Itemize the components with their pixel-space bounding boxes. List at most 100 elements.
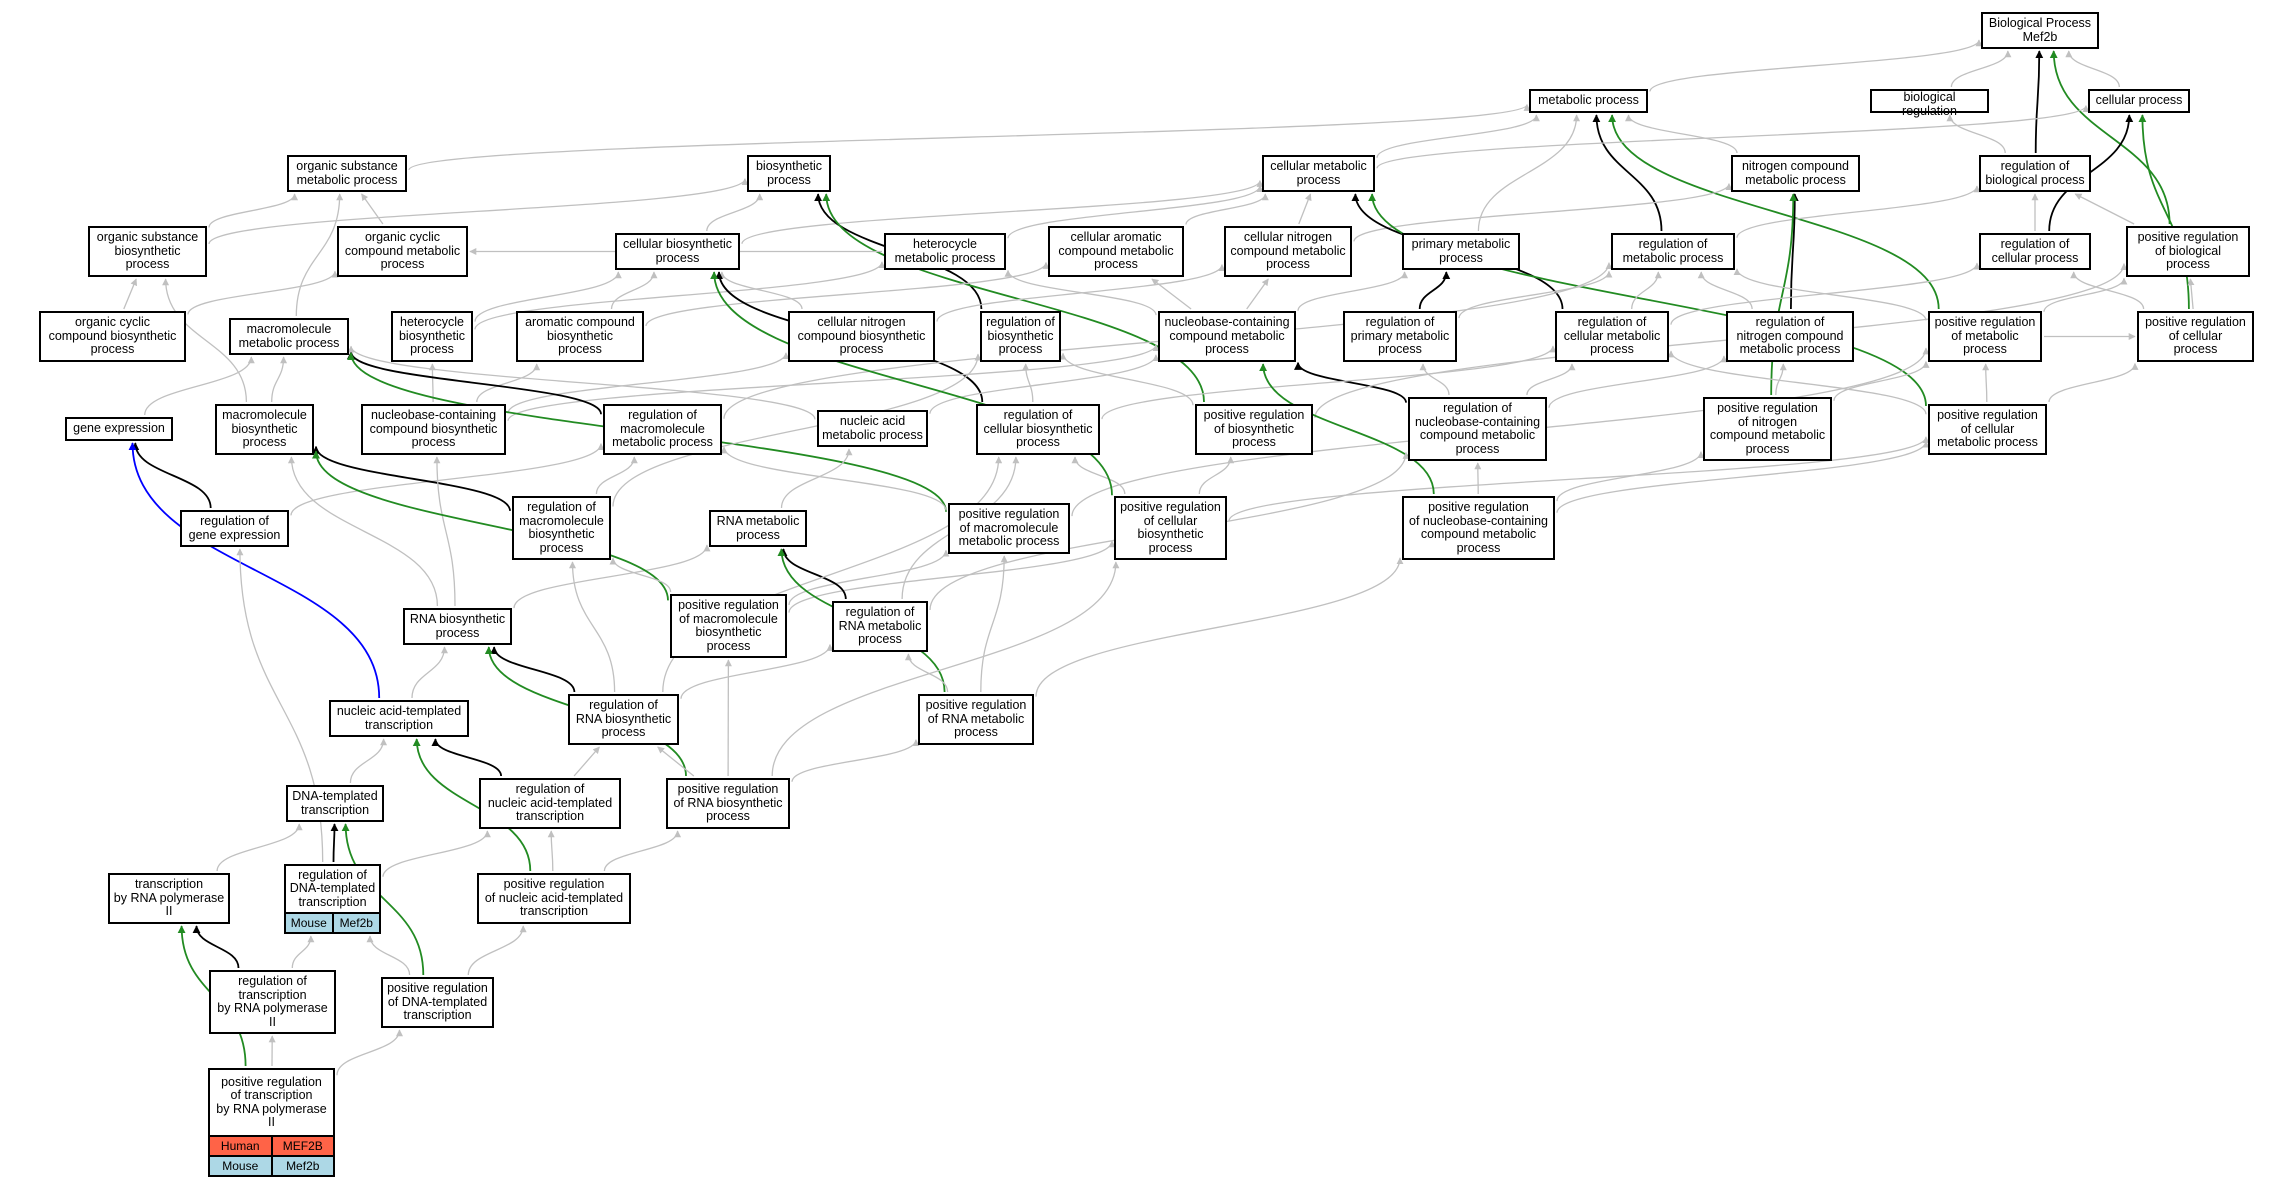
go-node-nucmet[interactable]: nucleobase-containing compound metabolic…	[1158, 311, 1296, 362]
edge-posregrnamet-to-posregnucmet	[1035, 557, 1404, 697]
edge-posregnucmet-to-posregnitro	[1556, 451, 1705, 502]
go-node-label: positive regulation of nitrogen compound…	[1709, 401, 1826, 456]
edge-nucbio-to-arombio	[476, 363, 541, 403]
go-node-regmet[interactable]: regulation of metabolic process	[1611, 233, 1735, 270]
edge-rnabio-to-nucbio	[433, 456, 456, 607]
go-node-geneexp[interactable]: gene expression	[65, 417, 173, 441]
go-node-regmacromet[interactable]: regulation of macromolecule metabolic pr…	[603, 404, 722, 455]
go-node-arombio[interactable]: aromatic compound biosynthetic process	[516, 311, 644, 362]
edge-regrnabio-to-regrnamet	[680, 643, 834, 699]
go-node-posregmacromet[interactable]: positive regulation of macromolecule met…	[948, 503, 1070, 554]
go-node-orgcyc[interactable]: organic cyclic compound metabolic proces…	[337, 226, 468, 277]
edge-posregcellmet-to-posregcell	[2048, 362, 2139, 403]
go-node-reggeneexp[interactable]: regulation of gene expression	[180, 510, 289, 547]
go-node-label: transcription by RNA polymerase II	[113, 877, 225, 919]
go-node-rnamet[interactable]: RNA metabolic process	[709, 510, 807, 547]
go-node-posregbiosyn[interactable]: positive regulation of biosynthetic proc…	[1195, 404, 1313, 455]
go-node-biosyn[interactable]: biosynthetic process	[747, 155, 831, 192]
edge-regmacromet-to-macromet	[347, 351, 602, 415]
go-node-regrnamet[interactable]: regulation of RNA metabolic process	[832, 601, 928, 652]
go-node-rnabio[interactable]: RNA biosynthetic process	[403, 608, 512, 645]
go-node-regtranspol2[interactable]: regulation of transcription by RNA polym…	[209, 970, 336, 1034]
go-node-cellnitrobio[interactable]: cellular nitrogen compound biosynthetic …	[788, 311, 935, 362]
go-node-cellnitro[interactable]: cellular nitrogen compound metabolic pro…	[1224, 226, 1352, 277]
go-node-bioreg[interactable]: biological regulation	[1870, 89, 1989, 117]
edge-nucacidtrans-to-geneexp	[128, 442, 381, 699]
go-node-posregcellmet[interactable]: positive regulation of cellular metaboli…	[1928, 404, 2047, 455]
go-node-hetmet[interactable]: heterocycle metabolic process	[884, 233, 1006, 270]
go-node-orgsubst[interactable]: organic substance metabolic process	[287, 155, 407, 192]
edge-regnucmet-to-regnitro	[1548, 355, 1728, 408]
go-node-regprim[interactable]: regulation of primary metabolic process	[1343, 311, 1457, 362]
go-node-nucbio[interactable]: nucleobase-containing compound biosynthe…	[361, 404, 506, 455]
edge-transpol2-to-dnatrans	[216, 823, 303, 872]
go-node-macromet[interactable]: macromolecule metabolic process	[229, 318, 349, 355]
edge-macrobio-to-macromet	[271, 356, 288, 403]
go-node-hetbio[interactable]: heterocycle biosynthetic process	[391, 311, 473, 362]
go-node-regnucmet[interactable]: regulation of nucleobase-containing comp…	[1408, 397, 1547, 461]
go-node-nucacidmet[interactable]: nucleic acid metabolic process	[817, 410, 928, 447]
go-node-cellbiosyn[interactable]: cellular biosynthetic process	[615, 233, 740, 270]
go-node-regcell[interactable]: regulation of cellular process	[1979, 233, 2091, 270]
go-node-label: biological regulation	[1902, 90, 1957, 118]
edge-hetbio-to-hetmet	[474, 261, 886, 330]
edge-posregrnabio-to-regrnabio	[657, 746, 695, 777]
go-node-regmacrobio[interactable]: regulation of macromolecule biosynthetic…	[512, 496, 611, 560]
go-node-posregbio[interactable]: positive regulation of biological proces…	[2126, 226, 2250, 277]
go-node-label: nitrogen compound metabolic process	[1741, 159, 1850, 187]
go-node-label: regulation of metabolic process	[1622, 237, 1724, 265]
go-node-regrnabio[interactable]: regulation of RNA biosynthetic process	[568, 694, 679, 745]
go-node-label: regulation of macromolecule biosynthetic…	[519, 500, 604, 555]
go-node-label: regulation of cellular metabolic process	[1563, 315, 1661, 357]
go-node-nucacidtrans[interactable]: nucleic acid-templated transcription	[329, 700, 469, 737]
go-node-metabolic[interactable]: metabolic process	[1529, 89, 1648, 113]
edge-arombio-to-cellbiosyn	[610, 271, 658, 310]
go-node-posregrnamet[interactable]: positive regulation of RNA metabolic pro…	[918, 694, 1034, 745]
go-node-cellarom[interactable]: cellular aromatic compound metabolic pro…	[1048, 226, 1184, 277]
go-node-posregnitro[interactable]: positive regulation of nitrogen compound…	[1703, 397, 1832, 461]
go-node-posregrnabio[interactable]: positive regulation of RNA biosynthetic …	[666, 778, 790, 829]
go-node-label: cellular metabolic process	[1270, 159, 1367, 187]
go-node-posregdnatrans[interactable]: positive regulation of DNA-templated tra…	[381, 977, 494, 1028]
go-node-orgcycbio[interactable]: organic cyclic compound biosynthetic pro…	[39, 311, 186, 362]
go-node-label: gene expression	[73, 421, 165, 436]
go-node-posregmet[interactable]: positive regulation of metabolic process	[1928, 311, 2042, 362]
go-node-dnatrans[interactable]: DNA-templated transcription	[286, 785, 384, 822]
go-node-regnucacidtrans[interactable]: regulation of nucleic acid-templated tra…	[479, 778, 621, 829]
go-node-posregnucmet[interactable]: positive regulation of nucleobase-contai…	[1402, 496, 1555, 560]
edge-regmacrobio-to-regmacromet	[595, 456, 638, 495]
go-node-regcellmet[interactable]: regulation of cellular metabolic process	[1555, 311, 1669, 362]
edge-posregdnatrans-to-posregnucacidtrans	[467, 925, 527, 976]
go-node-label: regulation of gene expression	[188, 514, 281, 542]
go-node-regnitro[interactable]: regulation of nitrogen compound metaboli…	[1726, 311, 1854, 362]
go-node-cellular[interactable]: cellular process	[2088, 89, 2190, 113]
go-node-regbiosyn[interactable]: regulation of biosynthetic process	[980, 311, 1061, 362]
go-node-orgsubstbio[interactable]: organic substance biosynthetic process	[88, 226, 207, 277]
go-node-posregcell[interactable]: positive regulation of cellular process	[2137, 311, 2254, 362]
go-node-bp[interactable]: Biological Process Mef2b	[1981, 12, 2099, 49]
edge-regbio-to-bioreg	[1946, 114, 2006, 154]
go-node-regbio[interactable]: regulation of biological process	[1979, 155, 2091, 192]
go-node-regdnatrans[interactable]: regulation of DNA-templated transcriptio…	[284, 864, 381, 934]
edge-regrnabio-to-rnabio	[490, 646, 576, 693]
edge-nucmet-to-cellnitro	[1246, 278, 1269, 310]
go-node-transpol2[interactable]: transcription by RNA polymerase II	[108, 873, 230, 924]
go-node-posregnucacidtrans[interactable]: positive regulation of nucleic acid-temp…	[477, 873, 631, 924]
go-node-label: macromolecule biosynthetic process	[222, 408, 307, 450]
go-node-posregtranspol2[interactable]: positive regulation of transcription by …	[208, 1068, 335, 1177]
go-node-primary[interactable]: primary metabolic process	[1402, 233, 1520, 270]
go-node-label: RNA metabolic process	[716, 514, 800, 542]
edge-arombio-to-cellarom	[645, 261, 1050, 327]
go-node-posregcellbio[interactable]: positive regulation of cellular biosynth…	[1114, 496, 1227, 560]
go-node-regcellbio[interactable]: regulation of cellular biosynthetic proc…	[976, 404, 1100, 455]
go-node-cellmet[interactable]: cellular metabolic process	[1262, 155, 1375, 192]
go-node-label: positive regulation of nucleobase-contai…	[1409, 500, 1548, 555]
species-organism: Human	[220, 1139, 260, 1153]
go-node-macrobio[interactable]: macromolecule biosynthetic process	[215, 404, 314, 455]
edge-cellbiosyn-to-biosyn	[706, 193, 764, 232]
edge-nucmet-to-hetmet	[1004, 269, 1157, 316]
go-node-posregmacrobio[interactable]: positive regulation of macromolecule bio…	[670, 594, 787, 658]
go-node-nitro[interactable]: nitrogen compound metabolic process	[1731, 155, 1860, 192]
edge-regmet-to-metabolic	[1592, 114, 1663, 232]
go-node-label: regulation of nucleobase-containing comp…	[1414, 401, 1541, 456]
